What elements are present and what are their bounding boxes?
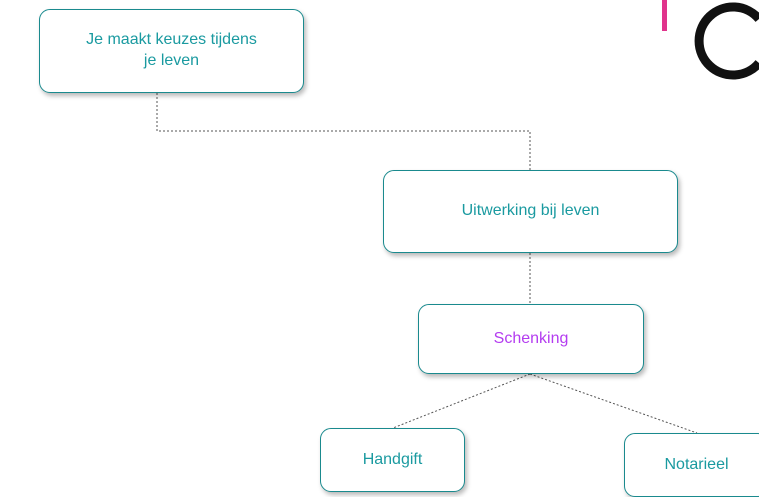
node-handgift: Handgift (320, 428, 465, 492)
node-keuzes-line2: je leven (143, 52, 200, 69)
node-keuzes-tijdens-leven: Je maakt keuzes tijdens je leven (39, 9, 304, 93)
logo-bar (662, 0, 667, 31)
node-keuzes-line1: Je maakt keuzes tijdens (86, 31, 257, 49)
connector-schenking-notarieel (529, 373, 698, 434)
node-schenking: Schenking (418, 304, 644, 374)
node-schenking-label: Schenking (493, 329, 569, 347)
node-notarieel: Notarieel (624, 433, 759, 497)
connector-schenking-handgift (392, 373, 531, 429)
node-uitwerking-label: Uitwerking bij leven (461, 202, 600, 220)
node-notarieel-label: Notarieel (664, 455, 729, 473)
node-uitwerking-bij-leven: Uitwerking bij leven (383, 170, 678, 253)
node-handgift-label: Handgift (362, 450, 423, 468)
connector-keuzes-uitwerking (156, 93, 531, 170)
logo-arc (694, 2, 759, 80)
